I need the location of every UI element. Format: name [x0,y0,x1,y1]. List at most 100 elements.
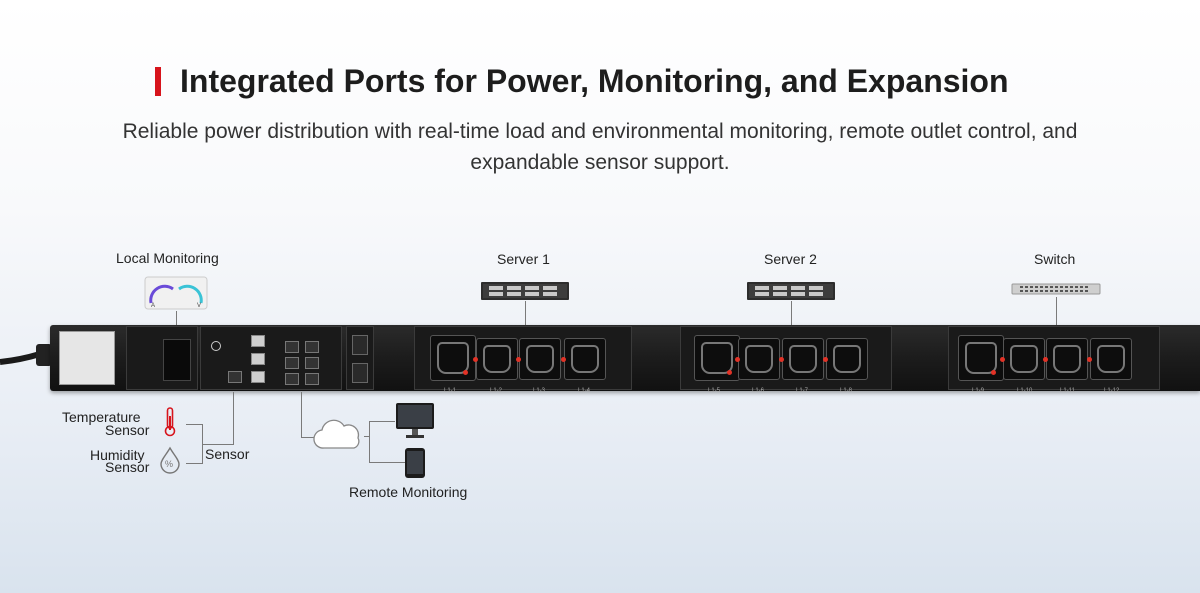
navigation-knob-icon[interactable] [211,341,221,351]
outlet-status-led [1087,357,1092,362]
cloud-icon [313,419,360,449]
outlet-status-led [1000,357,1005,362]
outlet-socket [833,345,861,373]
remote-connector-horizontal [301,437,315,438]
humidity-sensor-label-line2: Sensor [105,459,150,475]
network-port[interactable] [251,353,265,365]
expansion-port[interactable] [285,357,299,369]
outlet-label: L1-1 [444,388,457,394]
outlet-status-led [991,370,996,375]
outlet-l1-10[interactable] [1000,338,1045,380]
outlet-socket [965,342,997,374]
outlet-l1-2[interactable] [473,338,518,380]
network-port[interactable] [251,335,265,347]
outlet-status-led [727,370,732,375]
sensor-connector-horizontal [202,444,234,445]
tablet-icon [405,448,425,478]
remote-monitoring-label: Remote Monitoring [349,484,468,500]
local-monitoring-connector [176,311,177,331]
outlet-l1-3[interactable] [516,338,561,380]
outlet-status-led [779,357,784,362]
breaker-panel [346,326,374,390]
temperature-connector [186,424,202,425]
page-title: Integrated Ports for Power, Monitoring, … [180,63,1009,99]
outlet-status-led [516,357,521,362]
outlet-l1-12[interactable] [1087,338,1132,380]
outlet-socket [745,345,773,373]
outlet-status-led [473,357,478,362]
network-port[interactable] [251,371,265,383]
outlet-l1-5[interactable] [694,335,740,381]
outlet-label: L1-7 [796,388,809,394]
outlet-label: L1-8 [840,388,853,394]
expansion-port[interactable] [285,373,299,385]
thermometer-icon [164,407,176,437]
outlet-label: L1-5 [708,388,721,394]
outlet-label: L1-2 [490,388,503,394]
tablet-connector [369,462,405,463]
outlet-label: L1-9 [972,388,985,394]
outlet-l1-9[interactable] [958,335,1004,381]
outlet-status-led [1043,357,1048,362]
switch-connector [1056,297,1057,333]
outlet-label: L1-10 [1017,388,1033,394]
outlet-label: L1-11 [1060,388,1075,394]
expansion-port[interactable] [305,373,319,385]
outlet-l1-11[interactable] [1043,338,1088,380]
outlet-socket [526,345,554,373]
expansion-port[interactable] [285,341,299,353]
humidity-connector [186,463,202,464]
on-off-switch[interactable] [352,363,368,383]
server2-connector [791,301,792,333]
outlet-status-led [823,357,828,362]
monitor-connector [369,421,395,422]
outlet-socket [1097,345,1125,373]
sensor-label: Sensor [205,446,250,462]
temperature-sensor-label-line2: Sensor [105,422,150,438]
outlet-l1-7[interactable] [779,338,824,380]
title-accent-bar [155,67,161,96]
expansion-port[interactable] [305,357,319,369]
cloud-connector [364,436,370,437]
outlet-socket [789,345,817,373]
outlet-l1-6[interactable] [735,338,780,380]
comm-panel [200,326,342,390]
svg-text:A: A [151,303,155,309]
outlet-l1-8[interactable] [823,338,868,380]
outlet-socket [571,345,599,373]
outlet-socket [483,345,511,373]
remote-connector-vertical [301,392,302,438]
switch-label: Switch [1034,251,1076,267]
expansion-port[interactable] [305,341,319,353]
outlet-label: L1-4 [578,388,591,394]
sensor-branch [202,424,203,464]
outlet-socket [1053,345,1081,373]
server1-label: Server 1 [497,251,550,267]
outlet-l1-4[interactable] [561,338,606,380]
server1-connector [525,301,526,333]
outlet-status-led [463,370,468,375]
power-cable [0,344,52,366]
temperature-sensor-label-line1: Temperature [62,409,141,425]
circuit-breaker[interactable] [352,335,368,355]
svg-text:%: % [165,459,173,469]
lcd-screen [163,339,191,381]
server2-label: Server 2 [764,251,817,267]
outlet-socket [701,342,733,374]
screen-panel [126,326,198,390]
server2-icon [747,282,835,300]
sensor-connector-vertical [233,392,234,444]
outlet-label: L1-3 [533,388,546,394]
local-monitoring-label: Local Monitoring [116,250,219,266]
page-subtitle: Reliable power distribution with real-ti… [122,120,1078,174]
outlet-socket [437,342,469,374]
humidity-icon: % [160,446,180,474]
humidity-sensor-label-line1: Humidity [90,447,145,463]
outlet-l1-1[interactable] [430,335,476,381]
sensor-port[interactable] [228,371,242,383]
desktop-monitor-icon [396,403,434,438]
outlet-label: L1-12 [1104,388,1120,394]
svg-text:V: V [197,303,201,309]
product-label [59,331,115,385]
